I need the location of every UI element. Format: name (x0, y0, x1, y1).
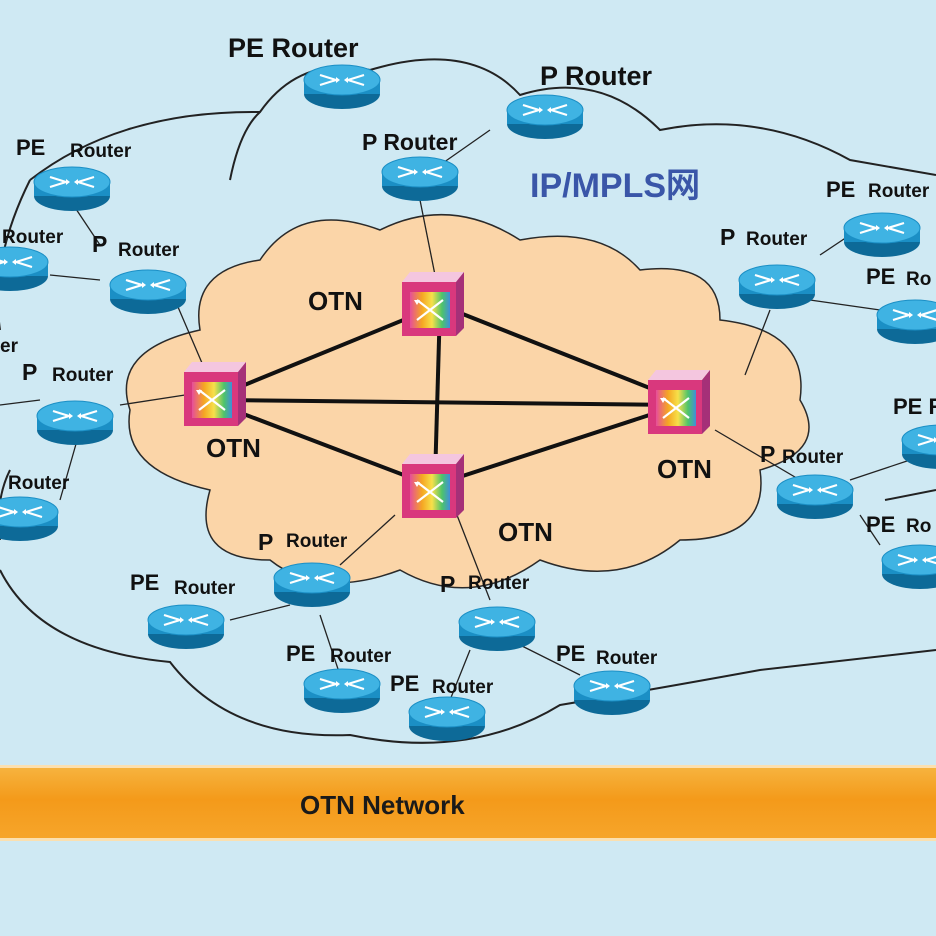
router-icon (875, 298, 936, 346)
router-icon (108, 268, 188, 316)
router-label: Router (746, 229, 808, 250)
router-icon (900, 423, 936, 471)
router-label: Router (868, 181, 930, 202)
router-label: P Router (540, 61, 653, 91)
otn-label: OTN (308, 286, 363, 316)
router-label: Router (782, 447, 844, 468)
otn-label: OTN (657, 454, 712, 484)
router-icon (880, 543, 936, 591)
router-label: Router (468, 573, 530, 594)
router-label: Router (330, 646, 392, 667)
router-label: er (0, 336, 19, 357)
router-label: Router (52, 365, 114, 386)
router-icon (302, 63, 382, 111)
router-icon (505, 93, 585, 141)
router-icon (146, 603, 226, 651)
otn-labels: OTN OTN OTN OTN (206, 286, 712, 547)
otn-switch-icon (646, 368, 712, 436)
router-label: Router (174, 578, 236, 599)
router-label: Router (2, 227, 64, 248)
router-icon (842, 211, 922, 259)
router-label: PE (556, 641, 585, 666)
router-label: P (720, 224, 735, 250)
router-icon (0, 495, 60, 543)
router-icon (457, 605, 537, 653)
router-label: PE (286, 641, 315, 666)
router-label: PE (390, 671, 419, 696)
router-icon (380, 155, 460, 203)
router-label: PE (130, 570, 159, 595)
router-label: P (440, 571, 455, 597)
router-icon (0, 245, 50, 293)
otn-switch-icon (400, 452, 466, 520)
bottom-area (0, 841, 936, 936)
otn-label: OTN (498, 517, 553, 547)
router-label: P (760, 441, 775, 467)
router-label: PE (866, 264, 895, 289)
otn-switch-icon (400, 270, 466, 338)
router-icon (35, 399, 115, 447)
banner-label: OTN Network (300, 790, 465, 820)
otn-switch-icon (182, 360, 248, 428)
router-label: P (258, 529, 273, 555)
router-icon (775, 473, 855, 521)
router-label: PE R (893, 394, 936, 419)
router-label: PE Router (228, 33, 359, 63)
diagram-title: IP/MPLS网 (530, 167, 700, 205)
router-label: Router (286, 531, 348, 552)
otn-network-banner: OTN Network (0, 765, 936, 841)
router-label: P (92, 231, 107, 257)
router-label: Router (118, 240, 180, 261)
router-label: Router (432, 677, 494, 698)
router-icon (32, 165, 112, 213)
router-label: Router (8, 473, 70, 494)
router-label: Router (596, 648, 658, 669)
otn-label: OTN (206, 433, 261, 463)
router-label: P Router (362, 129, 457, 155)
router-label: Ro (906, 269, 931, 290)
router-icon (572, 669, 652, 717)
router-icon (737, 263, 817, 311)
router-label: PE (866, 512, 895, 537)
router-icon (407, 695, 487, 743)
router-icon (302, 667, 382, 715)
router-label: PE (826, 177, 855, 202)
router-labels: PE Router P Router P Router PE Router Ro… (0, 33, 936, 698)
router-label: Router (70, 141, 132, 162)
router-label: Ro (906, 516, 931, 537)
router-icon (272, 561, 352, 609)
router-label: PE (16, 135, 45, 160)
router-label: P (22, 359, 37, 385)
